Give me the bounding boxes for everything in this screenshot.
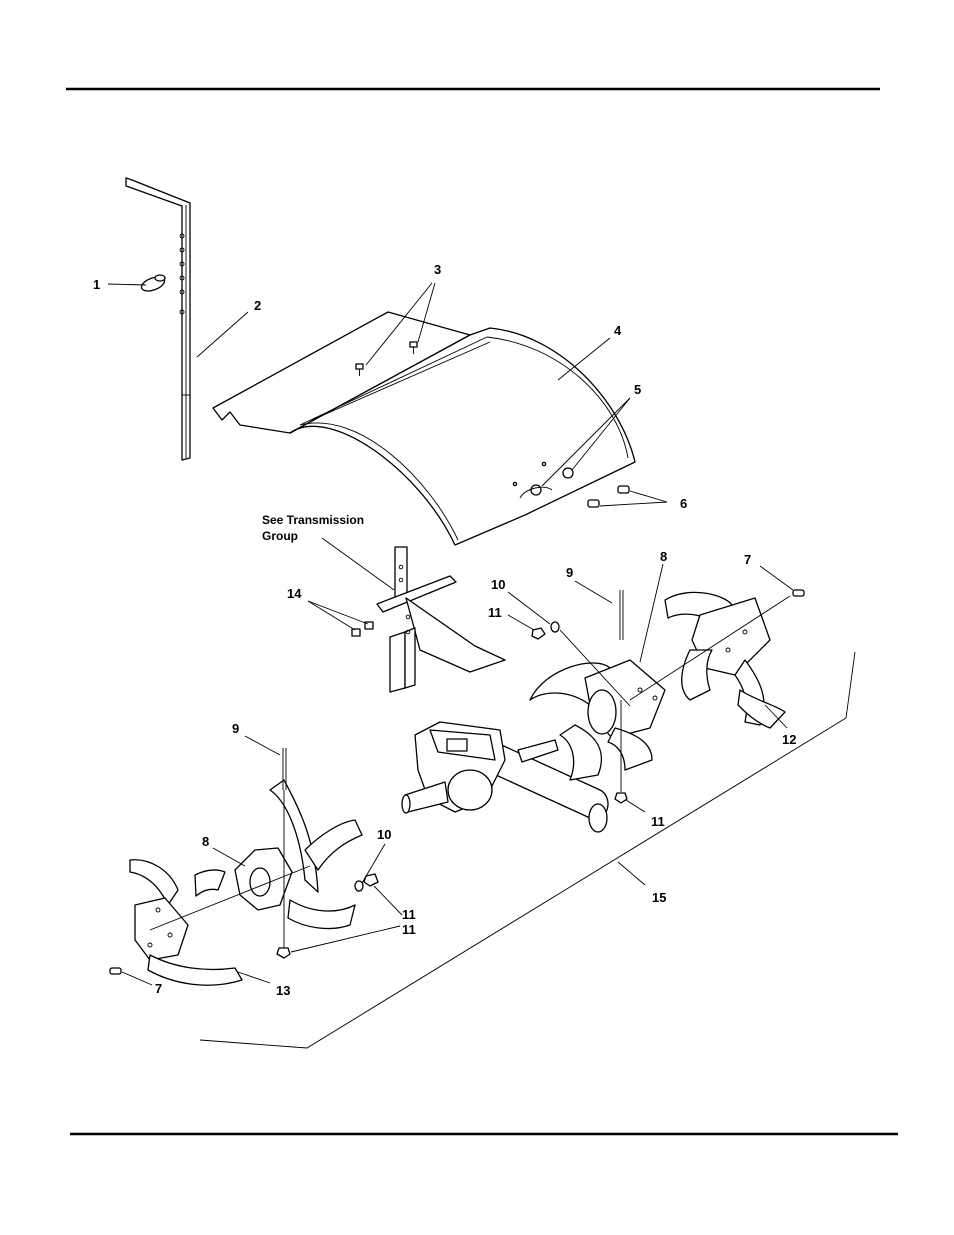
- callout-7b: 7: [155, 981, 162, 996]
- bracket-bolt-part: [352, 622, 373, 636]
- callout-8b: 8: [202, 834, 209, 849]
- callout-11d: 11: [402, 922, 416, 937]
- callout-5: 5: [634, 382, 641, 397]
- callout-15: 15: [652, 890, 666, 905]
- callout-10b: 10: [377, 827, 391, 842]
- callout-14: 14: [287, 586, 302, 601]
- note-line-2: Group: [262, 529, 298, 543]
- callout-11c: 11: [402, 907, 416, 922]
- bolt-part: [588, 486, 629, 507]
- right-tine-assembly: [530, 592, 790, 780]
- callout-3: 3: [434, 262, 441, 277]
- callout-10a: 10: [491, 577, 505, 592]
- callout-9a: 9: [566, 565, 573, 580]
- callout-7a: 7: [744, 552, 751, 567]
- callout-4: 4: [614, 323, 622, 338]
- tine-shield-part: [213, 312, 635, 545]
- callout-12: 12: [782, 732, 796, 747]
- callout-11a: 11: [488, 605, 502, 620]
- callout-11b: 11: [651, 814, 665, 829]
- callout-2: 2: [254, 298, 261, 313]
- note-line-1: See Transmission: [262, 513, 364, 527]
- transmission-bracket-part: [377, 547, 505, 692]
- hitch-pin-part: [140, 274, 167, 293]
- left-tine-assembly: [130, 780, 362, 985]
- callout-1: 1: [93, 277, 100, 292]
- transmission-group-note: See Transmission Group: [262, 513, 364, 543]
- callout-13: 13: [276, 983, 290, 998]
- callout-8a: 8: [660, 549, 667, 564]
- depth-bar-part: [126, 178, 190, 460]
- callout-9b: 9: [232, 721, 239, 736]
- callout-6: 6: [680, 496, 687, 511]
